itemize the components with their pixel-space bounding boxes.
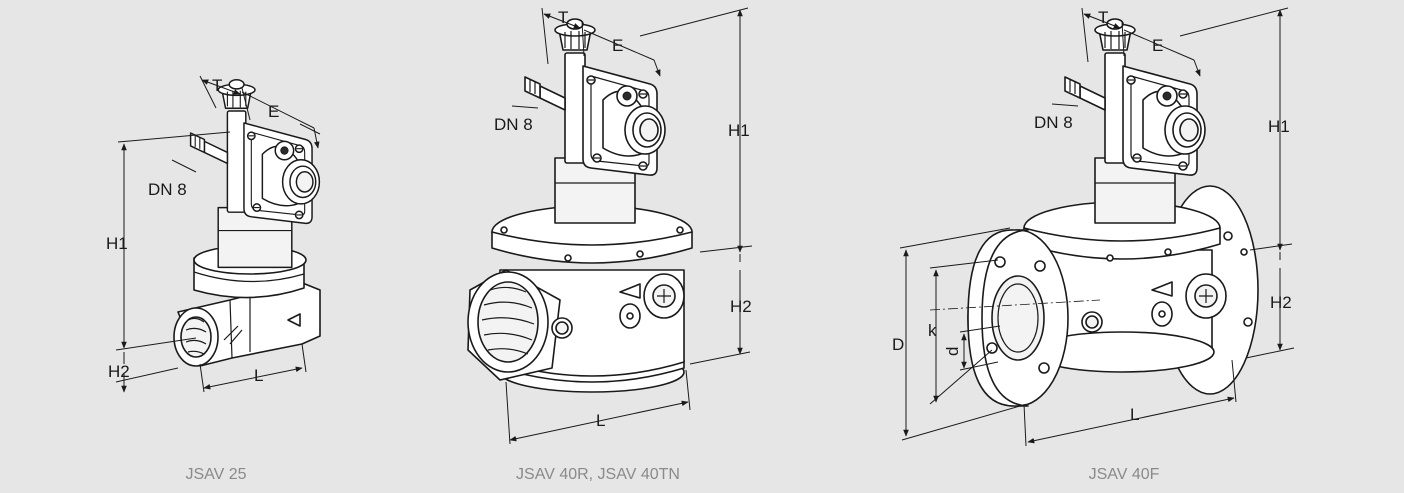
label-middle-h1: H1 [728, 121, 750, 140]
label-right-e: E [1152, 36, 1163, 55]
valve-jsav-40f [929, 18, 1259, 407]
label-middle-t: T [558, 8, 568, 27]
label-left-l: L [254, 366, 263, 385]
label-middle-dn8: DN 8 [494, 115, 533, 134]
label-middle-h2: H2 [730, 297, 752, 316]
label-right-d-inner: d [943, 347, 962, 356]
label-left-h2: H2 [108, 362, 130, 381]
caption-jsav-25: JSAV 25 [185, 466, 247, 483]
caption-jsav-40f: JSAV 40F [1088, 466, 1160, 483]
label-right-h2: H2 [1270, 293, 1292, 312]
label-right-k: k [928, 321, 937, 340]
label-right-d-outer: D [892, 335, 904, 354]
label-left-t: T [212, 76, 222, 95]
dimensions-right [899, 7, 1295, 447]
valve-jsav-40r [467, 18, 693, 393]
dimensions-left [115, 75, 320, 392]
label-right-l: L [1130, 405, 1139, 424]
label-left-h1: H1 [106, 234, 128, 253]
label-middle-e: E [612, 36, 623, 55]
label-right-t: T [1098, 8, 1108, 27]
label-middle-l: L [596, 411, 605, 430]
label-left-dn8: DN 8 [148, 180, 187, 199]
label-right-dn8: DN 8 [1034, 113, 1073, 132]
valve-jsav-25 [173, 78, 321, 367]
label-right-h1: H1 [1268, 117, 1290, 136]
label-left-e: E [268, 102, 279, 121]
dimensions-middle [505, 7, 753, 445]
caption-jsav-40r-40tn: JSAV 40R, JSAV 40TN [516, 466, 680, 483]
